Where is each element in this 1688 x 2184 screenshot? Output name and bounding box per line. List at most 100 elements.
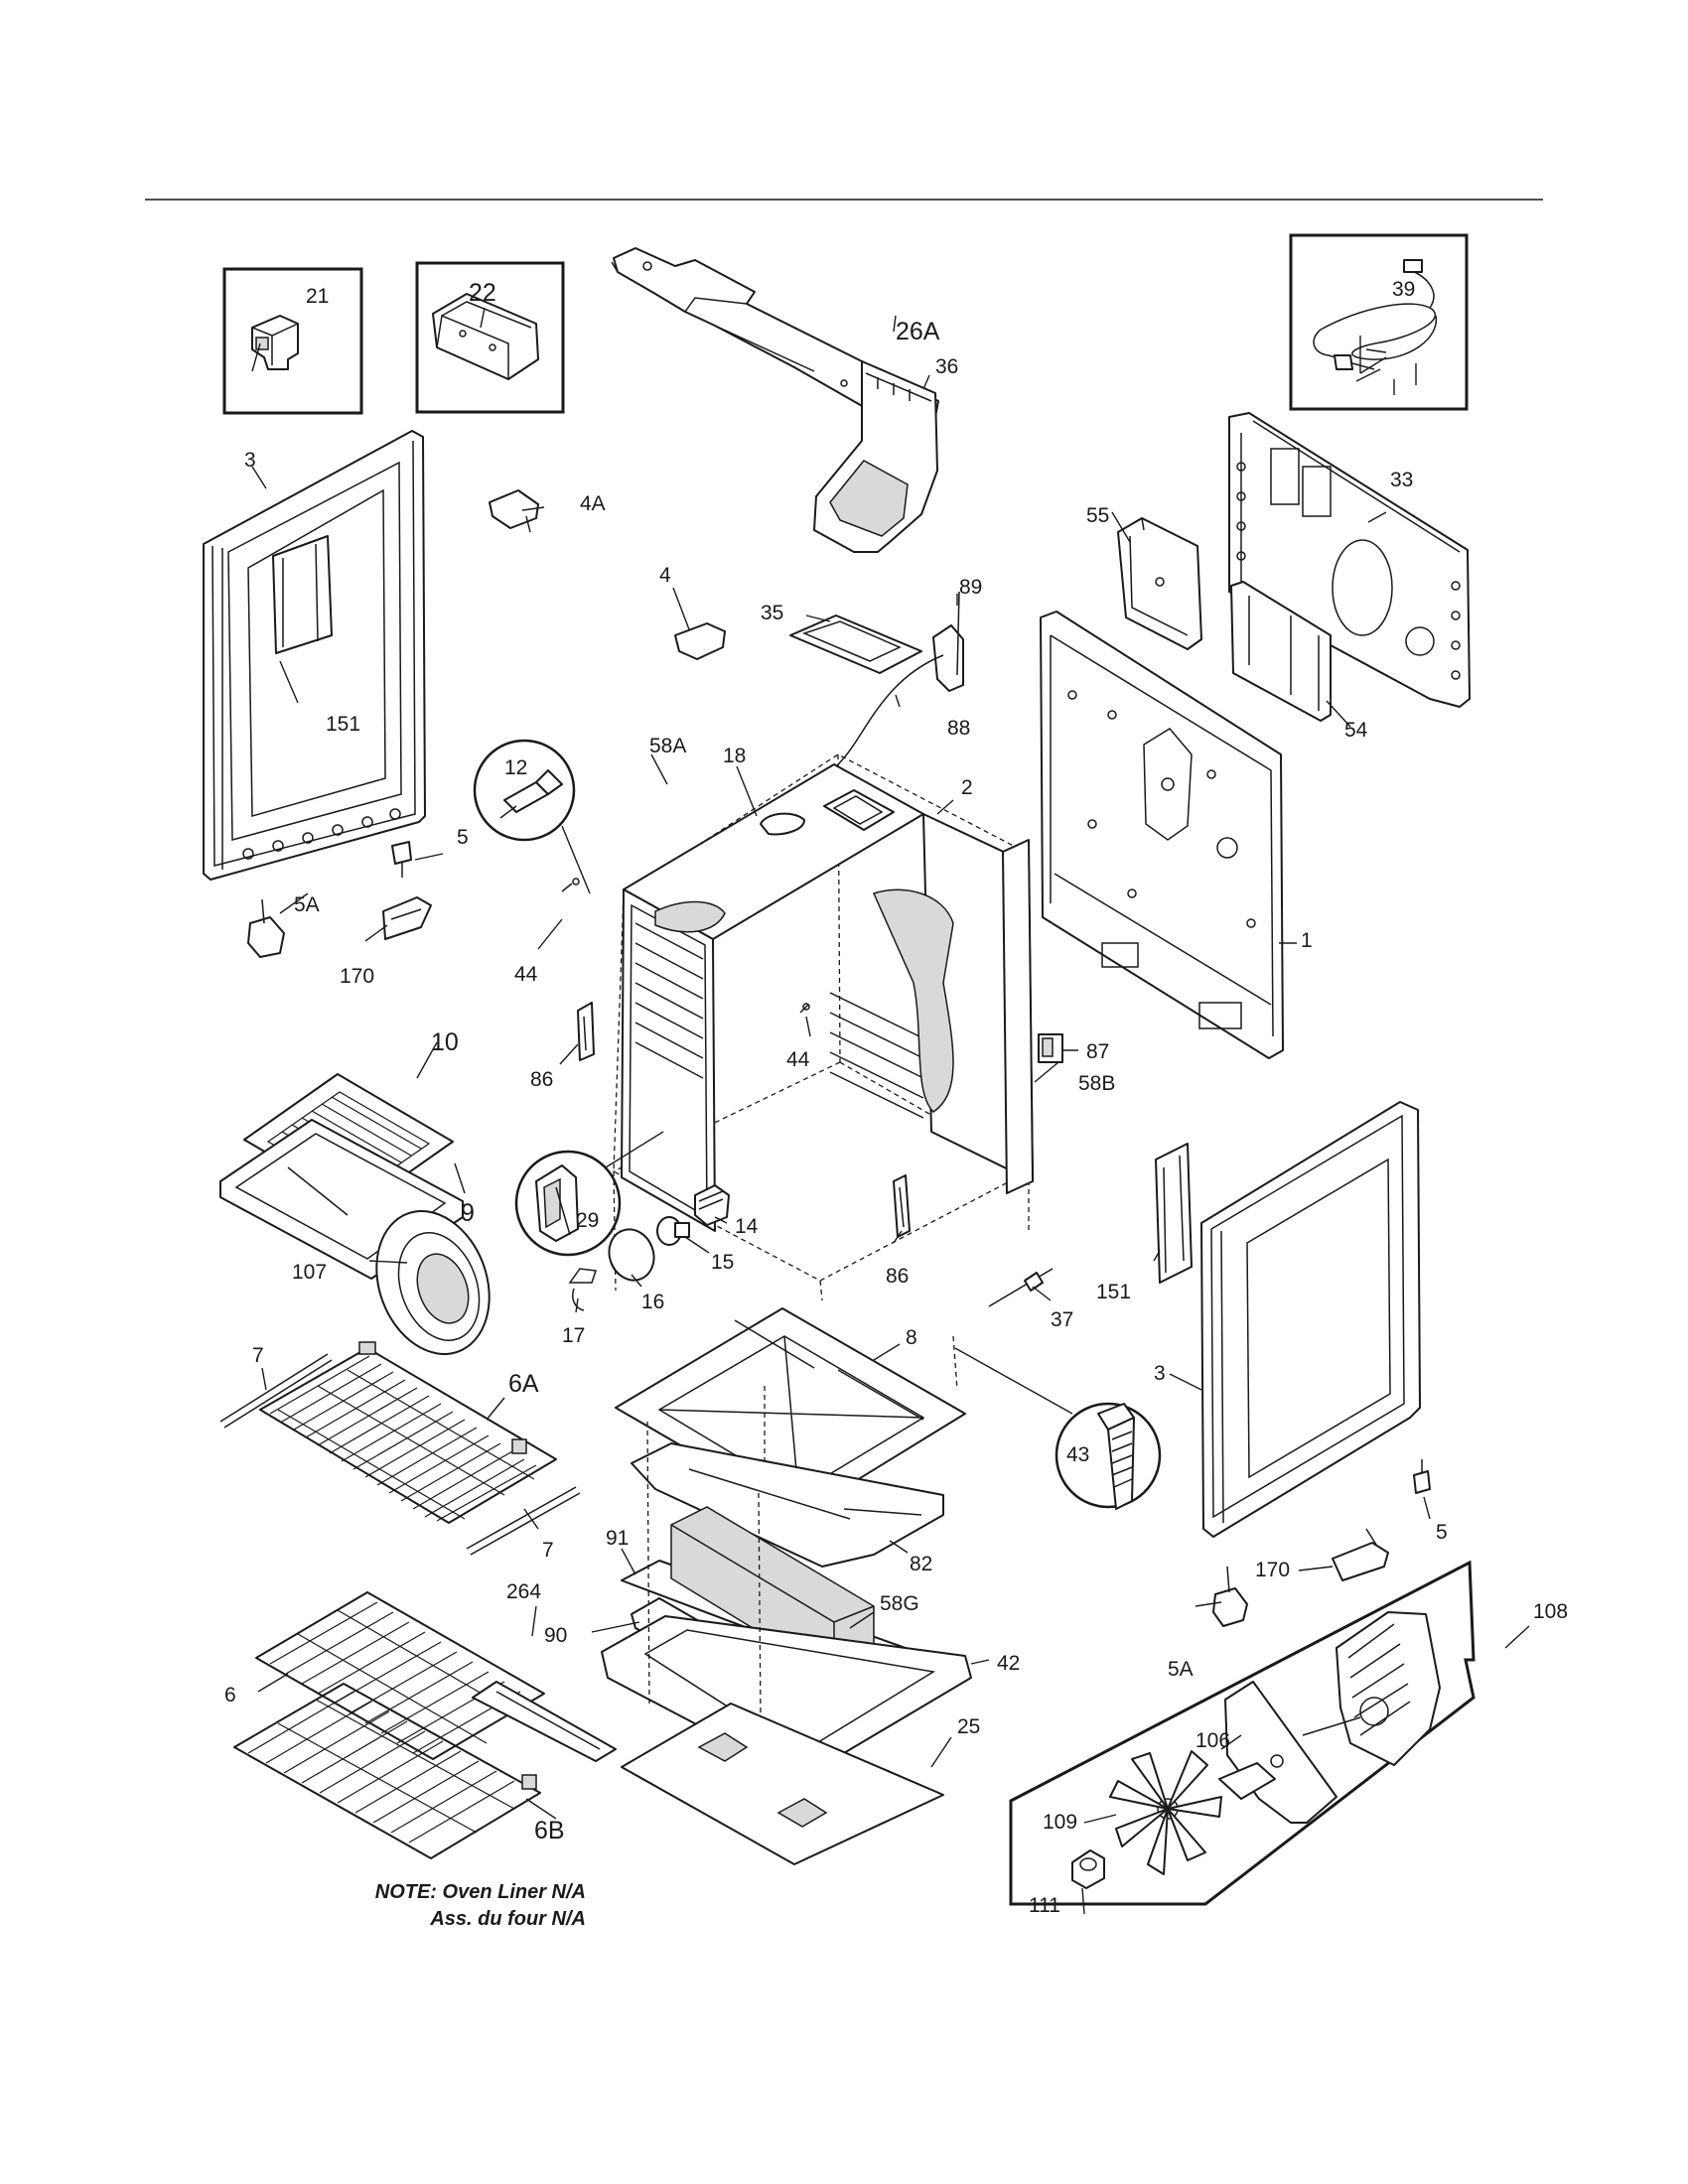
part-106-fan-bracket <box>1218 1681 1337 1824</box>
label-151-right: 151 <box>1096 1281 1131 1303</box>
label-5-right: 5 <box>1436 1521 1448 1544</box>
label-151-left: 151 <box>326 713 360 736</box>
part-170-left-bracket <box>382 896 432 940</box>
alignment-lines <box>646 1335 958 1718</box>
label-90: 90 <box>544 1624 567 1647</box>
label-87: 87 <box>1086 1040 1109 1063</box>
label-43: 43 <box>1066 1443 1089 1466</box>
label-10: 10 <box>431 1028 459 1056</box>
part-26A-bracket <box>611 247 939 430</box>
label-58G: 58G <box>880 1592 919 1615</box>
label-86-right: 86 <box>886 1265 909 1288</box>
part-18-sensor <box>760 812 805 836</box>
part-16-lens <box>608 1228 655 1282</box>
leader-lines <box>251 307 1530 1915</box>
part-25-base-plate <box>621 1703 944 1865</box>
part-5A-left-hinge <box>247 898 285 958</box>
label-36: 36 <box>935 355 958 378</box>
part-87-switch <box>1038 1033 1063 1063</box>
label-88: 88 <box>947 717 970 740</box>
part-6A-rack <box>259 1341 557 1524</box>
part-14-lamp-socket <box>694 1184 730 1226</box>
part-82-shield <box>631 1442 944 1568</box>
part-7-top-rack-glide <box>219 1353 333 1429</box>
label-58B: 58B <box>1078 1072 1115 1095</box>
label-109: 109 <box>1043 1811 1077 1834</box>
label-6: 6 <box>224 1684 236 1706</box>
label-3-left: 3 <box>244 449 256 472</box>
label-1: 1 <box>1301 929 1313 952</box>
label-58A: 58A <box>649 735 686 757</box>
label-12: 12 <box>504 756 527 779</box>
convection-fan-inset <box>1009 1560 1476 1906</box>
part-29-inset <box>514 1131 664 1257</box>
label-5-left: 5 <box>457 826 469 849</box>
part-1-back-panel <box>1040 611 1284 1059</box>
oven-cavity-58A <box>613 753 1034 1301</box>
label-4A: 4A <box>580 492 606 515</box>
label-8: 8 <box>906 1326 917 1349</box>
label-44-left: 44 <box>514 963 538 986</box>
label-7-top: 7 <box>252 1344 264 1367</box>
label-111: 111 <box>1029 1894 1060 1917</box>
label-33: 33 <box>1390 469 1413 491</box>
part-5A-right-hinge <box>1212 1566 1248 1627</box>
label-4: 4 <box>659 564 671 587</box>
part-108-fan-motor <box>1302 1611 1441 1766</box>
label-3-right: 3 <box>1154 1362 1166 1385</box>
label-106: 106 <box>1196 1729 1230 1752</box>
label-21: 21 <box>306 285 329 308</box>
part-4A-clip <box>489 489 539 533</box>
label-7-bottom: 7 <box>542 1539 554 1562</box>
part-22-inset <box>415 261 565 414</box>
part-264-strip <box>472 1681 617 1762</box>
label-107: 107 <box>292 1261 327 1284</box>
part-86-right <box>893 1174 911 1238</box>
part-43-inset <box>954 1347 1162 1510</box>
part-labels: 21 22 26A 39 3 4A 36 33 55 4 35 89 88 54… <box>224 278 1568 1917</box>
part-3-right-door <box>1200 1101 1421 1538</box>
part-5-right-screw <box>1413 1459 1431 1494</box>
label-86-left: 86 <box>530 1068 553 1091</box>
label-2: 2 <box>961 776 973 799</box>
label-9: 9 <box>461 1199 475 1227</box>
label-264: 264 <box>506 1580 541 1603</box>
label-89: 89 <box>959 576 982 599</box>
note-line-1: NOTE: Oven Liner N/A <box>374 1881 586 1903</box>
label-108: 108 <box>1533 1600 1568 1623</box>
label-44-right: 44 <box>786 1048 810 1071</box>
label-42: 42 <box>997 1652 1020 1675</box>
label-14: 14 <box>735 1215 759 1238</box>
label-37: 37 <box>1051 1308 1073 1331</box>
part-3-left-door <box>203 430 426 881</box>
part-5-left-screw <box>391 841 412 878</box>
part-36-duct <box>813 360 938 553</box>
part-54-panel <box>1230 581 1332 722</box>
part-4-bracket <box>674 622 726 660</box>
label-170-right: 170 <box>1255 1559 1290 1581</box>
label-55: 55 <box>1086 504 1109 527</box>
part-7-bottom-rack-glide <box>466 1486 581 1556</box>
part-44-left-screw <box>561 878 580 892</box>
part-107-fan-cover <box>375 1210 491 1355</box>
part-6B-rack <box>233 1683 541 1859</box>
label-39: 39 <box>1392 278 1415 301</box>
part-12-inset <box>473 739 591 894</box>
label-26A: 26A <box>896 318 940 345</box>
part-44-right-screw <box>799 1003 810 1014</box>
part-111-nut <box>1071 1849 1105 1889</box>
part-6-rack <box>255 1591 545 1760</box>
label-16: 16 <box>641 1291 664 1313</box>
label-29: 29 <box>576 1209 599 1232</box>
part-39-inset <box>1289 233 1469 411</box>
part-17-clip <box>568 1268 598 1311</box>
label-6A: 6A <box>508 1370 539 1398</box>
part-21-inset <box>222 267 363 415</box>
part-170-right-bracket <box>1332 1528 1389 1581</box>
label-82: 82 <box>910 1553 932 1575</box>
label-18: 18 <box>723 745 746 767</box>
part-58B-insulation <box>1002 839 1034 1194</box>
label-54: 54 <box>1344 719 1368 742</box>
part-15-bulb <box>656 1216 690 1246</box>
label-5A-left: 5A <box>294 893 320 916</box>
